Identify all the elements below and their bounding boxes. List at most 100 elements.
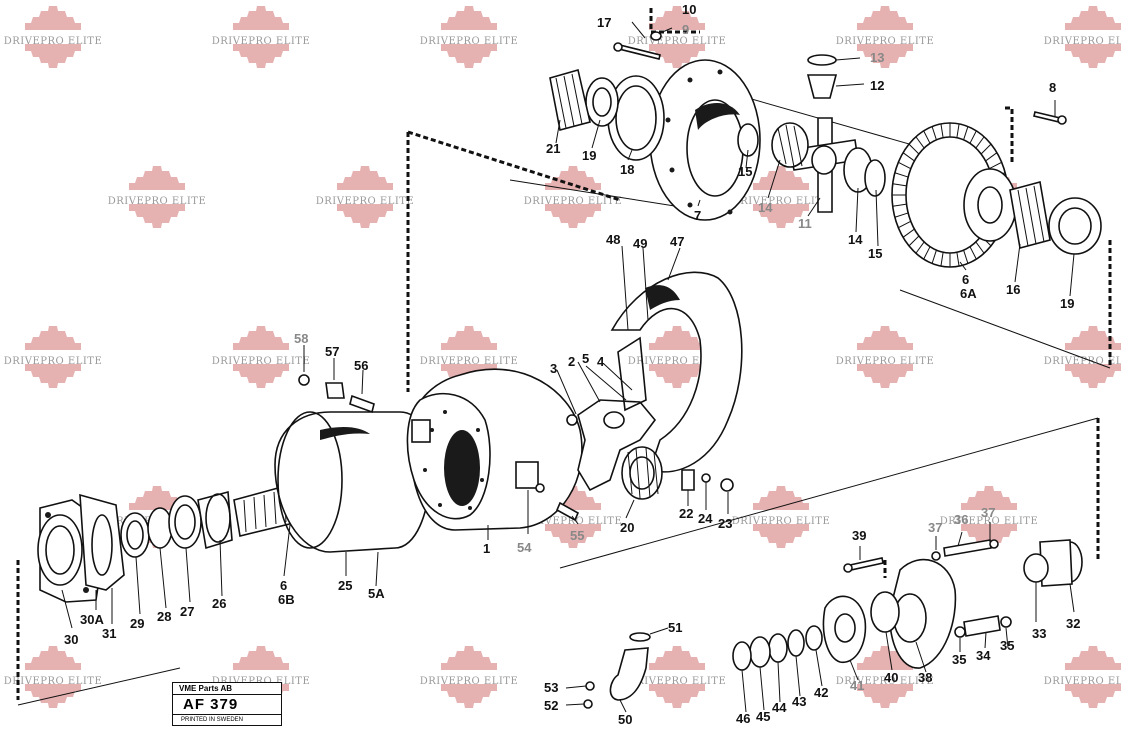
ring-gear-tooth (902, 152, 915, 162)
label-7: 7 (694, 208, 701, 223)
cover-5a (274, 411, 431, 553)
watermark-text: DRIVEPRO ELITE (108, 196, 207, 207)
label-13: 13 (870, 50, 884, 65)
label-6a: 6A (960, 286, 977, 301)
label-56: 56 (354, 358, 368, 373)
ring-gear-tooth (985, 152, 998, 162)
label-15a: 15 (738, 164, 752, 179)
label-48: 48 (606, 232, 620, 247)
small-parts-22-24 (681, 469, 734, 492)
ring-gear-tooth (923, 246, 931, 260)
ring-gear-tooth (940, 252, 944, 267)
label-55: 55 (570, 528, 584, 543)
ring-gear-tooth (980, 143, 992, 155)
ring-gear-tooth (931, 250, 937, 264)
part-labels: 1 2 3 4 5 5A 6 6A 6 6B 7 8 9 10 11 12 13… (64, 2, 1080, 727)
label-51: 51 (668, 620, 682, 635)
ring-gear-tooth (975, 241, 985, 254)
label-53: 53 (544, 680, 558, 695)
label-25: 25 (338, 578, 352, 593)
ring-gear-6a (891, 122, 1017, 268)
small-parts-54-58 (298, 374, 580, 522)
label-8: 8 (1049, 80, 1056, 95)
label-33: 33 (1032, 626, 1046, 641)
label-2: 2 (568, 354, 575, 369)
ring-gear-tooth (956, 123, 960, 138)
watermark-text: DRIVEPRO ELITE (212, 36, 311, 47)
label-28: 28 (157, 609, 171, 624)
watermark-text: DRIVEPRO ELITE (212, 356, 311, 367)
ring-gear-tooth (975, 136, 985, 149)
watermark-text: DRIVEPRO ELITE (732, 516, 831, 527)
watermark-text: DRIVEPRO ELITE (836, 356, 935, 367)
label-37b: 37 (981, 505, 995, 520)
label-31: 31 (102, 626, 116, 641)
label-19b: 19 (1060, 296, 1074, 311)
label-50: 50 (618, 712, 632, 727)
label-36: 36 (954, 512, 968, 527)
pump-assembly-32-46 (732, 539, 1083, 671)
ring-gear-tooth (923, 130, 931, 144)
plate-code: AF 379 (173, 695, 281, 715)
label-22: 22 (679, 506, 693, 521)
label-3: 3 (550, 361, 557, 376)
label-21: 21 (546, 141, 560, 156)
label-19a: 19 (582, 148, 596, 163)
label-11: 11 (798, 216, 812, 231)
watermark-text: DRIVEPRO ELITE (732, 196, 831, 207)
ring-gear-tooth (908, 235, 920, 247)
label-9: 9 (682, 22, 689, 37)
label-54: 54 (517, 540, 532, 555)
label-1: 1 (483, 541, 490, 556)
label-18: 18 (620, 162, 634, 177)
label-45: 45 (756, 709, 770, 724)
label-35a: 35 (952, 652, 966, 667)
label-24: 24 (698, 511, 713, 526)
label-44: 44 (772, 700, 787, 715)
plate-printed: PRINTED IN SWEDEN (181, 717, 244, 723)
label-38: 38 (918, 670, 932, 685)
label-58: 58 (294, 331, 308, 346)
ring-gear-tooth (892, 203, 907, 207)
flange-7 (649, 59, 761, 221)
label-37a: 37 (928, 520, 942, 535)
watermark-text: DRIVEPRO ELITE (212, 676, 311, 687)
label-40: 40 (884, 670, 898, 685)
label-32: 32 (1066, 616, 1080, 631)
watermark-text: DRIVEPRO ELITE (628, 676, 727, 687)
ring-gear-tooth (963, 126, 969, 140)
label-47: 47 (670, 234, 684, 249)
watermark-text: DRIVEPRO ELITE (4, 676, 103, 687)
flange-30 (37, 493, 125, 603)
watermark-text: DRIVEPRO ELITE (316, 196, 415, 207)
watermark-text: DRIVEPRO ELITE (836, 36, 935, 47)
label-42: 42 (814, 685, 828, 700)
watermark-text: DRIVEPRO ELITE (628, 356, 727, 367)
label-57: 57 (325, 344, 339, 359)
label-30a: 30A (80, 612, 104, 627)
ring-gear-tooth (931, 126, 937, 140)
label-26: 26 (212, 596, 226, 611)
label-29: 29 (130, 616, 144, 631)
ring-gear-tooth (988, 161, 1002, 170)
housing-1 (406, 368, 583, 531)
watermark-text: DRIVEPRO ELITE (1044, 676, 1121, 687)
watermark-text: DRIVEPRO ELITE (836, 676, 935, 687)
label-17: 17 (597, 15, 611, 30)
watermark-text: DRIVEPRO ELITE (1044, 356, 1121, 367)
watermark-text: DRIVEPRO ELITE (524, 516, 623, 527)
label-49: 49 (633, 236, 647, 251)
ring-gear-tooth (894, 172, 909, 178)
label-41: 41 (850, 678, 864, 693)
leader-lines (61, 21, 1075, 713)
ring-gear-tooth (940, 123, 944, 138)
yoke-2-3 (566, 399, 657, 492)
label-35b: 35 (1000, 638, 1014, 653)
watermark-text: DRIVEPRO ELITE (940, 516, 1039, 527)
bearings-16-19 (1009, 181, 1102, 255)
ring-gear-tooth (969, 130, 977, 144)
ring-gear-tooth (898, 161, 912, 170)
label-43: 43 (792, 694, 806, 709)
label-10: 10 (682, 2, 696, 17)
